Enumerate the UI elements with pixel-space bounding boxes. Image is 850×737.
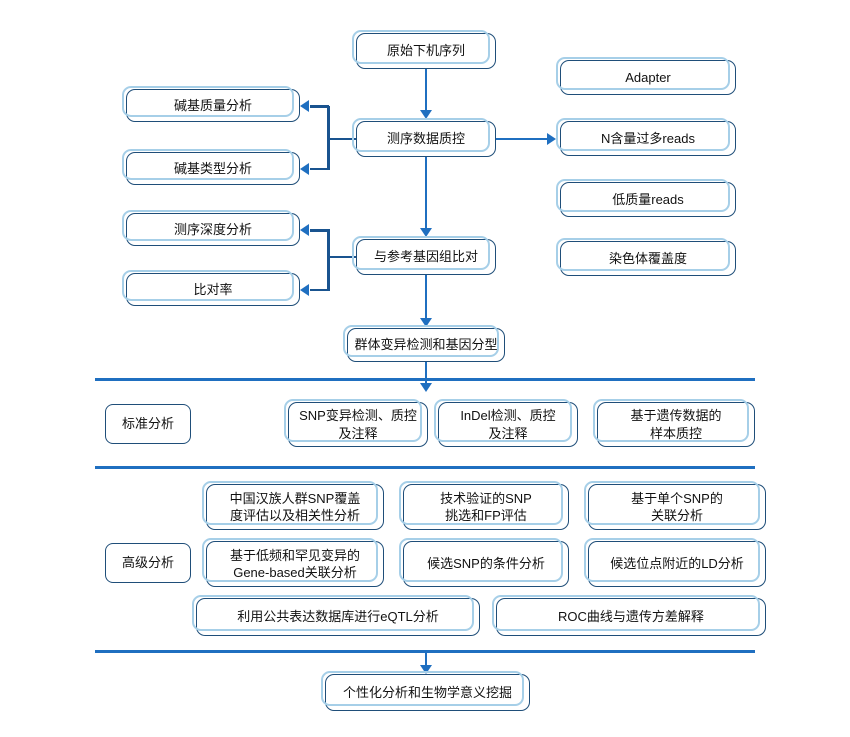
arrowhead-base-type <box>300 162 309 175</box>
node-candidate-snp-cond-label: 候选SNP的条件分析 <box>427 556 545 572</box>
node-low-quality-reads-label: 低质量reads <box>612 191 684 207</box>
node-snp-detect-label: SNP变异检测、质控 及注释 <box>299 408 417 441</box>
node-gene-based-assoc[interactable]: 基于低频和罕见变异的 Gene-based关联分析 <box>202 538 384 587</box>
connector-alignment-to-mapping-rate <box>310 288 329 292</box>
node-base-type-label: 碱基类型分析 <box>173 160 252 176</box>
arrowhead-variant-to-standard <box>420 383 432 392</box>
node-personalized-analysis[interactable]: 个性化分析和生物学意义挖掘 <box>321 671 530 711</box>
connector-raw-to-qc <box>424 69 428 112</box>
connector-alignment-to-depth <box>310 229 329 232</box>
node-ld-analysis[interactable]: 候选位点附近的LD分析 <box>584 538 766 587</box>
node-base-quality[interactable]: 碱基质量分析 <box>122 86 300 122</box>
node-indel-detect-label: InDel检测、质控 及注释 <box>460 408 556 441</box>
arrowhead-alignment-to-variant <box>420 318 432 327</box>
connector-qc-stub-left <box>327 137 356 141</box>
arrowhead-depth-analysis <box>300 224 309 236</box>
node-chromosome-coverage[interactable]: 染色体覆盖度 <box>556 238 736 276</box>
arrowhead-to-personalized <box>420 665 432 674</box>
arrowhead-n-reads <box>547 132 556 145</box>
node-genetic-sample-qc-label: 基于遗传数据的 样本质控 <box>630 408 722 441</box>
node-base-type[interactable]: 碱基类型分析 <box>122 149 300 185</box>
node-genetic-sample-qc[interactable]: 基于遗传数据的 样本质控 <box>593 399 755 447</box>
node-single-snp-assoc[interactable]: 基于单个SNP的 关联分析 <box>584 481 766 530</box>
node-roc-variance-label: ROC曲线与遗传方差解释 <box>558 609 704 625</box>
arrowhead-base-quality <box>300 100 309 112</box>
node-base-quality-label: 碱基质量分析 <box>173 97 252 113</box>
node-gene-based-assoc-label: 基于低频和罕见变异的 Gene-based关联分析 <box>229 547 360 580</box>
connector-alignment-stub-left <box>327 255 356 259</box>
node-tech-validated-snp[interactable]: 技术验证的SNP 挑选和FP评估 <box>399 481 569 530</box>
node-low-quality-reads[interactable]: 低质量reads <box>556 179 736 217</box>
connector-to-personalized <box>424 650 428 671</box>
node-han-snp-coverage-label: 中国汉族人群SNP覆盖 度评估以及相关性分析 <box>229 490 361 523</box>
connector-qc-to-alignment <box>424 157 428 230</box>
node-ref-alignment-label: 与参考基因组比对 <box>373 249 478 265</box>
node-n-rich-reads[interactable]: N含量过多reads <box>556 118 736 156</box>
node-n-rich-reads-label: N含量过多reads <box>601 130 695 146</box>
node-data-qc[interactable]: 测序数据质控 <box>352 118 496 157</box>
divider-advanced-top <box>95 466 755 469</box>
connector-alignment-to-variant <box>424 275 428 320</box>
node-adapter[interactable]: Adapter <box>556 57 736 95</box>
node-eqtl-analysis[interactable]: 利用公共表达数据库进行eQTL分析 <box>192 595 480 636</box>
node-tech-validated-snp-label: 技术验证的SNP 挑选和FP评估 <box>440 490 532 523</box>
node-ld-analysis-label: 候选位点附近的LD分析 <box>610 556 744 572</box>
arrowhead-raw-to-qc <box>420 110 432 119</box>
connector-qc-to-base-type <box>310 167 329 171</box>
node-mapping-rate-label: 比对率 <box>193 281 233 297</box>
label-advanced-analysis: 高级分析 <box>105 543 191 583</box>
node-adapter-label: Adapter <box>625 69 671 85</box>
node-ref-alignment[interactable]: 与参考基因组比对 <box>352 236 496 275</box>
node-variant-calling[interactable]: 群体变异检测和基因分型 <box>343 325 505 362</box>
node-eqtl-analysis-label: 利用公共表达数据库进行eQTL分析 <box>237 609 439 625</box>
label-advanced-analysis-text: 高级分析 <box>121 555 174 571</box>
node-chromosome-coverage-label: 染色体覆盖度 <box>608 250 687 266</box>
node-depth-analysis[interactable]: 测序深度分析 <box>122 210 300 246</box>
label-standard-analysis-text: 标准分析 <box>121 416 174 432</box>
connector-qc-to-n-reads <box>496 137 548 141</box>
node-roc-variance[interactable]: ROC曲线与遗传方差解释 <box>492 595 766 636</box>
node-snp-detect[interactable]: SNP变异检测、质控 及注释 <box>284 399 428 447</box>
node-personalized-analysis-label: 个性化分析和生物学意义挖掘 <box>342 684 512 700</box>
node-raw-sequence[interactable]: 原始下机序列 <box>352 30 496 69</box>
node-mapping-rate[interactable]: 比对率 <box>122 270 300 306</box>
arrowhead-mapping-rate <box>300 283 309 296</box>
node-variant-calling-label: 群体变异检测和基因分型 <box>354 337 498 353</box>
connector-alignment-bracket-vertical <box>327 229 330 291</box>
connector-variant-to-standard <box>424 362 428 389</box>
node-han-snp-coverage[interactable]: 中国汉族人群SNP覆盖 度评估以及相关性分析 <box>202 481 384 530</box>
node-data-qc-label: 测序数据质控 <box>386 131 465 147</box>
arrowhead-qc-to-alignment <box>420 228 432 237</box>
label-standard-analysis: 标准分析 <box>105 404 191 444</box>
connector-qc-to-base-quality <box>310 105 329 108</box>
node-single-snp-assoc-label: 基于单个SNP的 关联分析 <box>631 490 723 523</box>
node-depth-analysis-label: 测序深度分析 <box>173 221 252 237</box>
node-indel-detect[interactable]: InDel检测、质控 及注释 <box>434 399 578 447</box>
node-raw-sequence-label: 原始下机序列 <box>386 43 465 59</box>
connector-qc-bracket-vertical <box>327 106 330 170</box>
node-candidate-snp-cond[interactable]: 候选SNP的条件分析 <box>399 538 569 587</box>
